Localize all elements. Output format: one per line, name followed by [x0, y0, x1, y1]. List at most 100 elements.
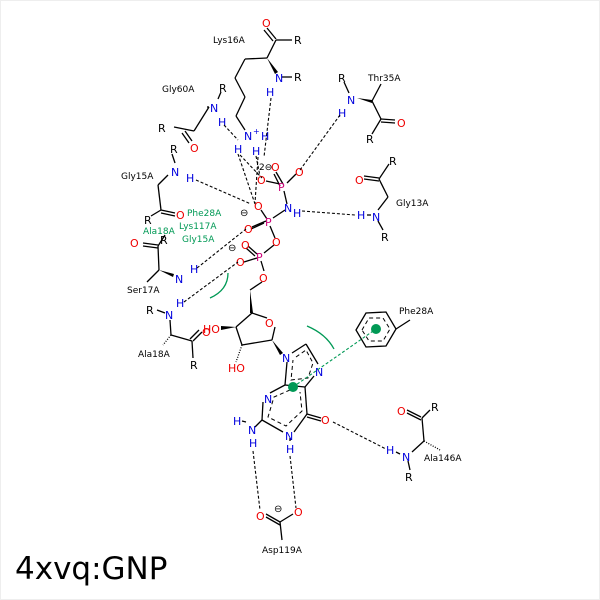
hbond	[183, 261, 239, 303]
atom-h: H	[186, 172, 194, 185]
residue-ala146: O R H N R Ala146A	[386, 401, 462, 484]
atom-o: O	[130, 237, 139, 250]
atom-r: R	[381, 231, 389, 244]
atom-h: H	[233, 415, 241, 428]
atom-o: O	[202, 326, 211, 339]
atom-h: H	[218, 116, 226, 129]
hbond	[254, 156, 259, 204]
atom-r: R	[190, 359, 198, 372]
hydrophobic-label: Lys117A	[179, 222, 217, 232]
atom-o: O	[259, 272, 268, 285]
hbond	[263, 97, 272, 158]
atom-n: N	[175, 273, 183, 286]
diagram-title: 4xvq:GNP	[15, 551, 168, 587]
atom-n: N	[210, 102, 218, 115]
atom-r: R	[160, 234, 168, 247]
charge-minus: ⊖	[274, 504, 282, 515]
atom-o: O	[265, 317, 274, 330]
atom-h: H	[338, 107, 346, 120]
atom-r: R	[294, 71, 302, 84]
atom-r: R	[158, 122, 166, 135]
atom-n: N	[275, 72, 283, 85]
hbond	[223, 124, 239, 141]
hbond	[195, 179, 252, 205]
atom-h: H	[249, 437, 257, 450]
residue-label-gly60: Gly60A	[162, 85, 195, 95]
atom-n: N	[372, 211, 380, 224]
hydrophobic-label: Phe28A	[187, 209, 222, 219]
residue-thr35: R N H O R Thr35A	[338, 72, 406, 146]
ligand-guanine: N N N N H O H N H	[233, 343, 330, 456]
residue-label-phe28: Phe28A	[399, 307, 434, 317]
atom-o: O	[254, 200, 263, 213]
atom-r: R	[294, 34, 302, 47]
hydrophobic-contact-arc	[306, 325, 335, 350]
atom-o: O	[257, 174, 266, 187]
charge-plus: +	[253, 127, 260, 136]
atom-ho: HO	[228, 362, 245, 375]
residue-phe28: Phe28A	[355, 307, 434, 348]
atom-n: N	[171, 166, 179, 179]
hydrophobic-label: Ala18A	[143, 227, 176, 237]
hbond	[255, 155, 261, 177]
atom-o: O	[190, 142, 199, 155]
atom-o: O	[236, 256, 245, 269]
hbond	[196, 228, 247, 269]
atom-o: O	[244, 223, 253, 236]
atom-h: H	[286, 443, 294, 456]
atom-r: R	[144, 214, 152, 227]
atom-n: N	[248, 424, 256, 437]
atom-o: O	[321, 414, 330, 427]
atom-o: O	[355, 174, 364, 187]
atom-r: R	[405, 471, 413, 484]
atom-n: N	[165, 309, 173, 322]
residue-lys16: O R N R H N + H H H Lys16A	[213, 17, 302, 158]
atom-r: R	[431, 401, 439, 414]
hbond	[237, 153, 256, 205]
atom-ho: HO	[203, 323, 220, 336]
atom-n: N	[347, 94, 355, 107]
atom-h: H	[293, 207, 301, 220]
ligand-triphosphate: P O O O 2⊖ N H P O O ⊖ O P O O ⊖ O	[228, 161, 304, 291]
residue-ala18: R N H O R Ala18A	[138, 297, 211, 372]
atom-h: H	[190, 263, 198, 276]
atom-h: H	[261, 130, 269, 143]
atom-o: O	[262, 17, 271, 30]
atom-n: N	[315, 366, 323, 379]
atom-o: O	[295, 166, 304, 179]
residue-label-ser17: Ser17A	[127, 286, 160, 296]
atom-o: O	[176, 209, 185, 222]
atom-o: O	[271, 161, 280, 174]
atom-r: R	[389, 155, 397, 168]
charge-minus: ⊖	[240, 208, 248, 219]
residue-label-asp119: Asp119A	[262, 546, 303, 556]
atom-n-plus: N	[244, 130, 252, 143]
hbond	[299, 114, 341, 171]
residue-label-gly15: Gly15A	[121, 172, 154, 182]
hydrogen-bonds	[183, 97, 387, 511]
atom-o: O	[397, 117, 406, 130]
residue-label-lys16: Lys16A	[213, 36, 246, 46]
atom-h: H	[386, 444, 394, 457]
atom-n: N	[402, 451, 410, 464]
atom-o: O	[397, 405, 406, 418]
atom-r: R	[366, 133, 374, 146]
atom-o: O	[256, 510, 265, 523]
residue-label-ala18: Ala18A	[138, 350, 171, 360]
atom-h: H	[266, 86, 274, 99]
residue-asp119: O O ⊖ Asp119A	[256, 504, 303, 556]
atom-n: N	[282, 352, 290, 365]
residue-gly60: R O N R H Gly60A	[158, 82, 227, 155]
atom-r: R	[338, 72, 346, 85]
residue-label-ala146: Ala146A	[424, 454, 462, 464]
atom-p: P	[256, 251, 263, 264]
atom-r: R	[170, 143, 178, 156]
residue-gly13: O R H N R Gly13A	[355, 155, 429, 244]
charge-2minus: 2⊖	[259, 163, 272, 173]
atom-n: N	[264, 393, 272, 406]
atom-o: O	[294, 506, 303, 519]
atom-h: H	[176, 297, 184, 310]
hbond	[239, 154, 263, 179]
hydrophobic-contact-arc	[209, 272, 229, 299]
